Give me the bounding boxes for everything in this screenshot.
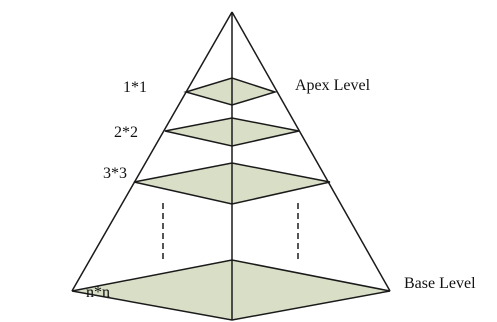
- apex-level-label: Apex Level: [295, 77, 371, 94]
- pyramid-left-edge: [71, 11, 233, 292]
- level-label-1: 1*1: [123, 79, 147, 96]
- base-level-label: Base Level: [404, 275, 476, 292]
- plane-nxn: [71, 259, 391, 321]
- level-label-n: n*n: [86, 284, 110, 301]
- level-label-3: 3*3: [103, 165, 127, 182]
- level-label-2: 2*2: [114, 124, 138, 141]
- pyramid-right-edge: [231, 11, 391, 292]
- plane-1x1: [183, 77, 278, 106]
